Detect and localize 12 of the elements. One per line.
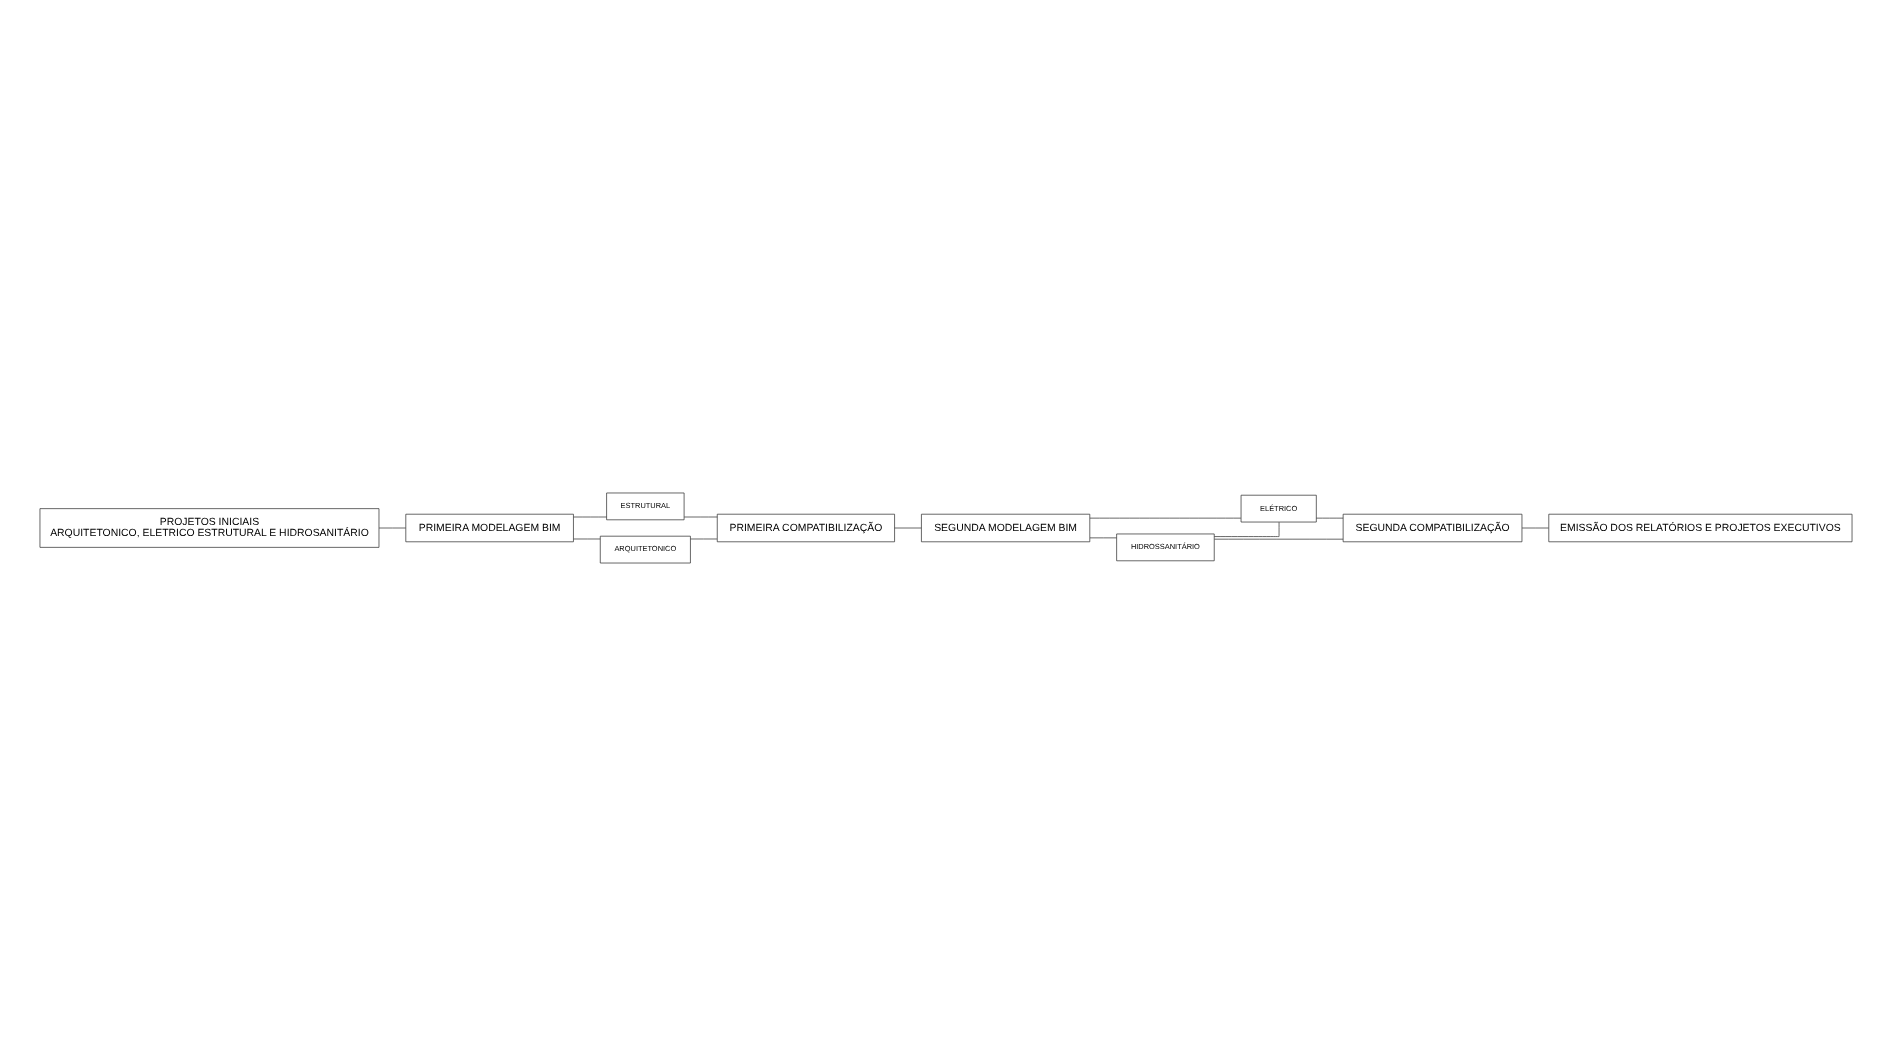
connector — [894, 526, 922, 528]
connector — [573, 515, 607, 517]
connector — [1213, 520, 1280, 536]
connector — [1214, 537, 1344, 539]
connector — [683, 515, 718, 517]
connector — [1315, 516, 1344, 518]
connector — [573, 537, 601, 539]
connector — [690, 537, 718, 539]
connector — [1521, 526, 1549, 528]
connector — [378, 526, 407, 528]
connector — [1089, 536, 1117, 538]
connector — [1089, 516, 1242, 518]
